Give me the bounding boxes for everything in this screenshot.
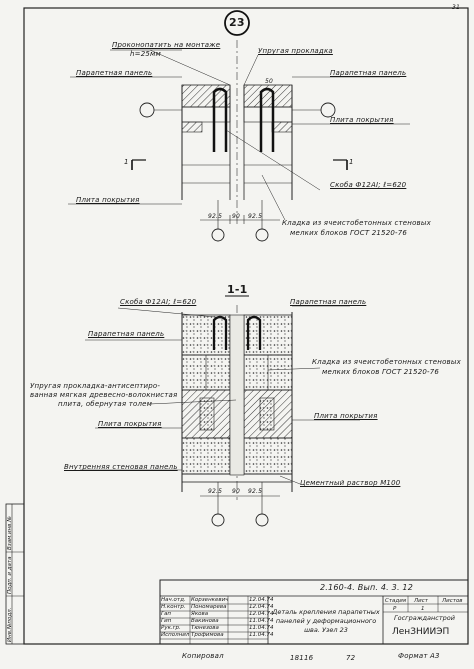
- elastic-gasket-label: Упругая прокладка: [258, 47, 333, 55]
- gasket-line3: плита, обернутая толем: [58, 400, 153, 408]
- signer-name: Вакинова: [191, 618, 219, 624]
- roof-slab-label-right: Плита покрытия: [330, 116, 394, 124]
- section-parapet-right: Парапетная панель: [290, 298, 367, 306]
- dim-top: 50: [265, 78, 274, 85]
- cut-marker-left: 1: [124, 158, 129, 166]
- section-dim-a: 92.5: [208, 488, 223, 495]
- mortar-label: Цементный раствор М100: [300, 479, 401, 487]
- dim-c: 92.5: [248, 213, 263, 220]
- signer-role: Н.контр.: [161, 604, 186, 610]
- header-sheet: Лист: [414, 598, 428, 604]
- caulk-note: Проконопатить на монтаже: [112, 41, 221, 49]
- caulk-height: h=25мм: [130, 50, 161, 58]
- roof-slab-label-left: Плита покрытия: [76, 196, 140, 204]
- section-parapet-left: Парапетная панель: [88, 330, 165, 338]
- stage-value: Р: [393, 606, 397, 612]
- org-line1: Госгражданстрой: [394, 614, 455, 622]
- signer-date: 12.04.74: [249, 597, 274, 603]
- signer-name: Пономарева: [191, 604, 227, 610]
- side-sign: Подп. и дата: [7, 556, 13, 594]
- org-line2: ЛенЗНИИЭП: [392, 627, 450, 637]
- parapet-panel-label-right: Парапетная панель: [330, 69, 407, 77]
- signer-date: 12.04.74: [249, 611, 274, 617]
- signer-date: 11.04.74: [249, 632, 274, 638]
- signer-role: Гап: [161, 611, 172, 617]
- dim-a: 92.5: [208, 213, 223, 220]
- signer-role: Исполнил: [161, 632, 190, 638]
- section-marker: 1-1: [227, 283, 248, 296]
- sheet-no-value: 1: [421, 606, 425, 612]
- side-replace: Взам.инв.№: [7, 516, 13, 550]
- header-sheets: Листов: [442, 598, 463, 604]
- signer-date: 11.04.74: [249, 618, 274, 624]
- title-block: [159, 579, 469, 645]
- node-number: 23: [229, 16, 245, 29]
- signer-role: Нач.отд.: [161, 597, 186, 603]
- section-view: [80, 295, 360, 527]
- signer-name: Тюнезова: [191, 625, 219, 631]
- cut-marker-right: 1: [349, 158, 354, 166]
- signer-role: Рук.гр.: [161, 625, 181, 631]
- dim-b: 90: [232, 213, 241, 220]
- section-dim-c: 92.5: [248, 488, 263, 495]
- gasket-line2: ванная мягкая древесно-волокнистая: [30, 391, 178, 399]
- signer-name: Корзенкевич: [191, 597, 229, 603]
- signer-date: 11.04.74: [249, 625, 274, 631]
- section-dim-b: 90: [232, 488, 241, 495]
- signer-name: Якова: [191, 611, 209, 617]
- doc-code: 2.160-4. Вып. 4. 3. 12: [320, 583, 414, 592]
- corner-page: 31: [452, 4, 461, 11]
- section-bracket-label: Скоба Ф12АI; ℓ=620: [120, 298, 197, 306]
- bracket-label: Скоба Ф12АI; ℓ=620: [330, 181, 407, 189]
- header-stage: Стадия: [385, 598, 407, 604]
- footer-number: 18116: [290, 654, 314, 662]
- masonry-line1: Кладка из ячеистобетонных стеновых: [282, 219, 431, 227]
- gasket-line1: Упругая прокладка-антисептиро-: [30, 382, 161, 390]
- footer-copied: Копировал: [182, 652, 224, 660]
- footer-page: 72: [346, 654, 356, 662]
- signer-role: Гип: [161, 618, 172, 624]
- signer-date: 12.04.74: [249, 604, 274, 610]
- side-inv: Инв.№подл.: [7, 607, 13, 642]
- plan-view: [68, 40, 410, 242]
- title-line2: панелей у деформационного: [275, 617, 377, 625]
- section-masonry-line2: мелких блоков ГОСТ 21520-76: [322, 368, 440, 376]
- parapet-panel-label-left: Парапетная панель: [76, 69, 153, 77]
- footer-format: Формат А3: [398, 652, 440, 660]
- signer-name: Трофимова: [191, 632, 224, 638]
- section-roof-slab-left: Плита покрытия: [98, 420, 162, 428]
- section-masonry-line1: Кладка из ячеистобетонных стеновых: [312, 358, 461, 366]
- title-line1: Деталь крепления парапетных: [272, 608, 380, 616]
- title-line3: шва. Узел 23: [304, 626, 348, 634]
- inner-panel-label: Внутренняя стеновая панель: [64, 463, 178, 471]
- masonry-line2: мелких блоков ГОСТ 21520-76: [290, 229, 408, 237]
- section-roof-slab-right: Плита покрытия: [314, 412, 378, 420]
